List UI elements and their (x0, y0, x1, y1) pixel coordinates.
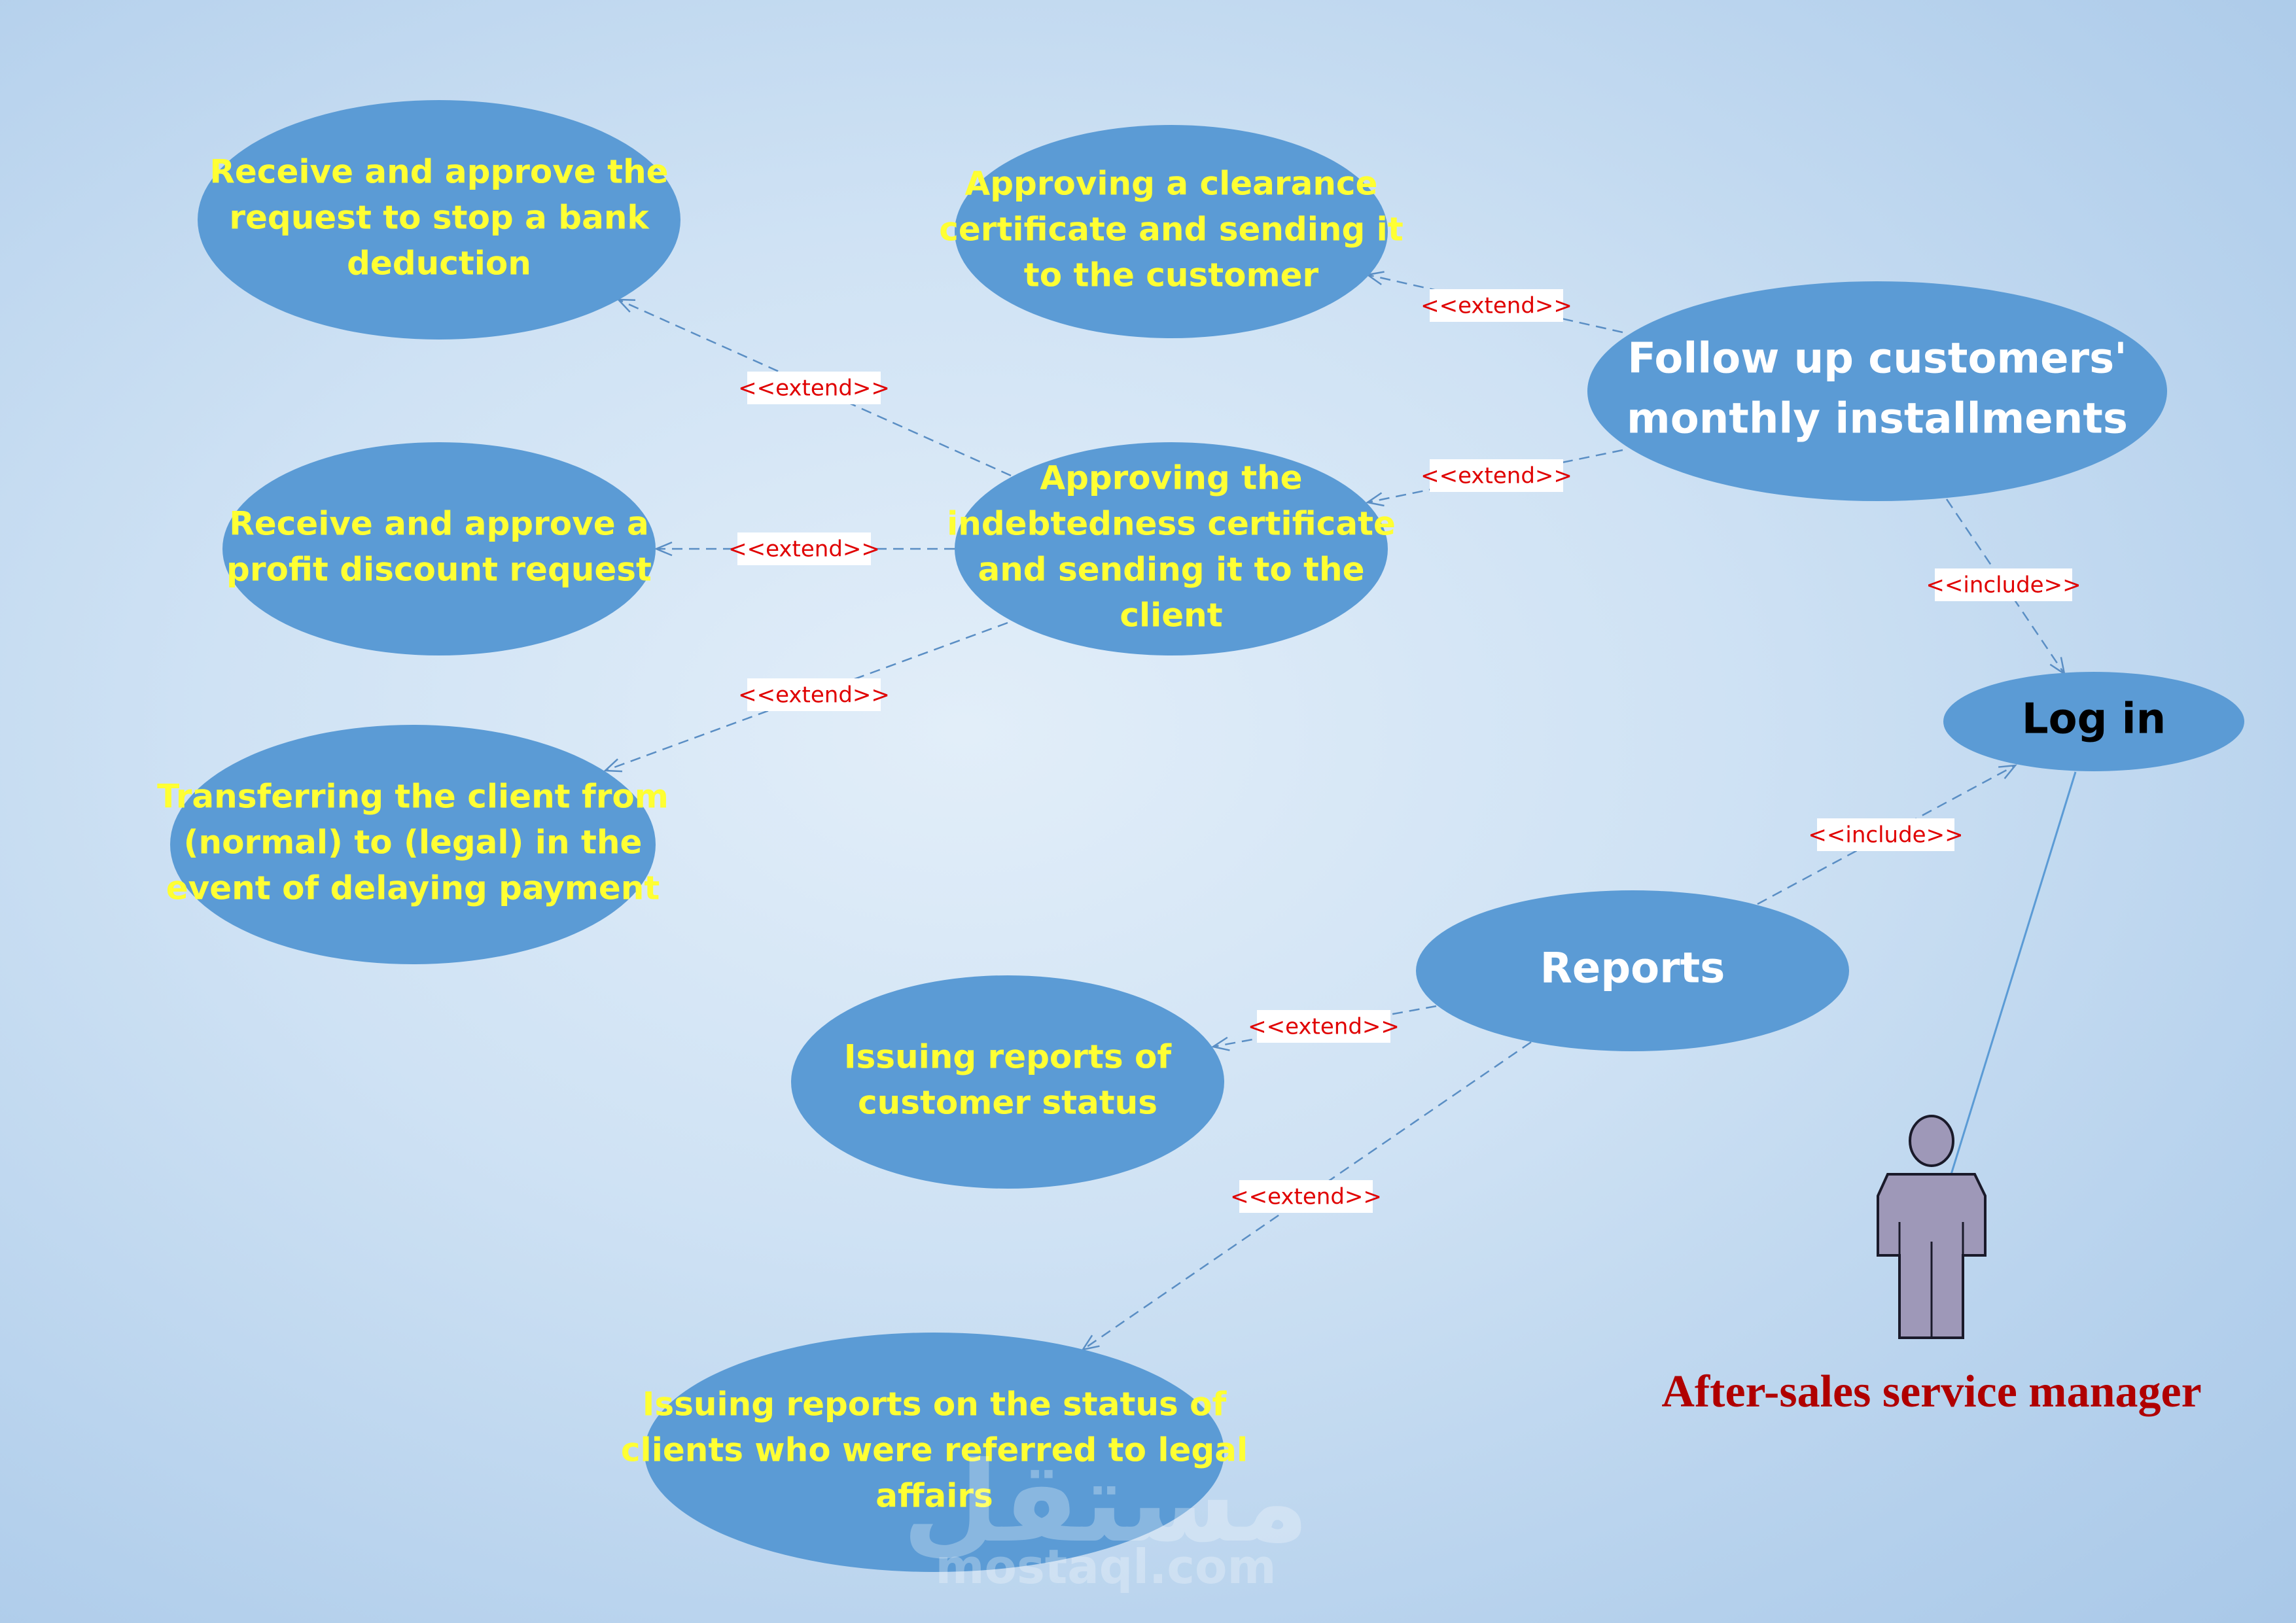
use-case-label-line: certificate and sending it (939, 211, 1403, 249)
stereotype-labels: <<extend>> <<extend>> <<extend>> <<extend>>… (728, 289, 2081, 1213)
use-case-transfer[interactable]: Transferring the client from (normal) to … (157, 725, 669, 964)
stereotype-text: <<extend>> (1248, 1014, 1400, 1040)
use-case-clearance[interactable]: Approving a clearance certificate and sen… (939, 125, 1404, 338)
use-case-bank[interactable]: Receive and approve the request to stop a… (198, 100, 680, 340)
use-case-label-line: to the customer (1024, 256, 1319, 294)
use-case-label-line: Follow up customers' (1627, 335, 2127, 383)
use-case-label-line: event of delaying payment (166, 869, 660, 907)
actor-head-icon (1909, 1115, 1954, 1167)
use-case-label-line: (normal) to (legal) in the (184, 824, 643, 862)
watermark-arabic: مستقل (902, 1438, 1309, 1567)
relationship-reports-to-legal (1081, 1041, 1532, 1351)
use-case-label-line: Receive and approve the (209, 153, 668, 191)
stereotype-label: <<extend>> (738, 678, 890, 711)
use-case-status[interactable]: Issuing reports of customer status (791, 975, 1224, 1189)
actor-label: After-sales service manager (1661, 1367, 2201, 1417)
actor-association-line (1950, 771, 2077, 1175)
use-case-ellipse (1416, 890, 1849, 1051)
use-case-label-line: affairs (875, 1477, 993, 1515)
stereotype-text: <<include>> (1926, 572, 2081, 599)
use-case-profit[interactable]: Receive and approve a profit discount req… (222, 442, 656, 655)
use-case-label-line: Receive and approve a (229, 505, 649, 543)
use-case-label-line: Approving a clearance (965, 165, 1378, 203)
stereotype-label: <<extend>> (1248, 1010, 1400, 1043)
stereotype-label: <<include>> (1808, 818, 1964, 851)
use-case-ellipse (791, 975, 1224, 1189)
use-case-label-line: customer status (858, 1084, 1157, 1122)
use-case-label-line: Approving the (1040, 459, 1302, 497)
use-case-label-line: indebtedness certificate (947, 505, 1396, 543)
use-case-label-line: Issuing reports of (844, 1038, 1172, 1076)
use-case-login[interactable]: Log in (1943, 672, 2244, 771)
use-case-label-line: monthly installments (1627, 395, 2128, 444)
relationship-followup-to-indebtedness (1365, 449, 1623, 507)
stereotype-background (1817, 818, 1954, 851)
relationship-followup-to-clearance (1365, 271, 1623, 334)
stereotype-text: <<extend>> (738, 375, 890, 402)
use-case-indebtedness[interactable]: Approving the indebtedness certificate and… (947, 442, 1396, 655)
stereotype-label: <<extend>> (1230, 1180, 1382, 1213)
stereotype-text: <<extend>> (728, 536, 880, 563)
use-cases: Receive and approve the request to stop a… (157, 100, 2244, 1572)
use-case-label-line: Transferring the client from (157, 778, 669, 816)
use-case-label-line: client (1120, 597, 1222, 635)
use-case-label-line: Issuing reports on the status of (643, 1386, 1227, 1423)
use-case-ellipse (222, 442, 656, 655)
use-case-legal[interactable]: Issuing reports on the status of clients … (621, 1333, 1248, 1572)
stereotype-background (737, 532, 871, 565)
stereotype-background (1430, 459, 1563, 492)
use-case-ellipse (170, 725, 656, 964)
stereotype-text: <<extend>> (738, 682, 890, 708)
use-case-ellipse (1943, 672, 2244, 771)
use-case-label-line: Reports (1540, 945, 1725, 993)
use-case-ellipse (1587, 281, 2167, 501)
use-case-label-line: request to stop a bank (229, 199, 650, 237)
use-case-ellipse (198, 100, 680, 340)
stereotype-label: <<extend>> (728, 532, 880, 565)
stereotype-label: <<extend>> (1421, 289, 1572, 322)
actor-after-sales-manager[interactable]: After-sales service manager (1661, 771, 2202, 1417)
stereotype-text: <<extend>> (1421, 463, 1572, 489)
relationship-reports-to-status (1210, 1005, 1437, 1051)
relationship-indebtedness-to-bank (616, 298, 1012, 477)
stereotype-text: <<extend>> (1230, 1184, 1382, 1210)
use-case-followup[interactable]: Follow up customers' monthly installments (1587, 281, 2167, 501)
stereotype-text: <<extend>> (1421, 293, 1572, 319)
stereotype-background (1430, 289, 1563, 322)
use-case-ellipse (955, 125, 1388, 338)
stereotype-label: <<include>> (1926, 568, 2081, 601)
stereotype-background (747, 372, 881, 404)
use-case-label-line: and sending it to the (978, 551, 1364, 589)
stereotype-label: <<extend>> (1421, 459, 1572, 492)
watermark: مستقل mostaql.com (902, 1438, 1309, 1594)
use-case-label-line: profit discount request (226, 551, 652, 589)
stereotype-text: <<include>> (1808, 822, 1963, 848)
use-case-ellipse (955, 442, 1388, 655)
use-case-label-line: deduction (347, 245, 531, 283)
use-case-label-line: clients who were referred to legal (621, 1431, 1248, 1469)
stereotype-background (1935, 568, 2072, 601)
use-case-label-line: Log in (2022, 695, 2166, 744)
use-case-ellipse (645, 1333, 1224, 1572)
stereotype-background (1239, 1180, 1373, 1213)
use-case-reports[interactable]: Reports (1416, 890, 1849, 1051)
stereotype-label: <<extend>> (738, 372, 890, 404)
stereotype-background (1257, 1010, 1390, 1043)
stereotype-background (747, 678, 881, 711)
watermark-latin: mostaql.com (935, 1539, 1276, 1594)
